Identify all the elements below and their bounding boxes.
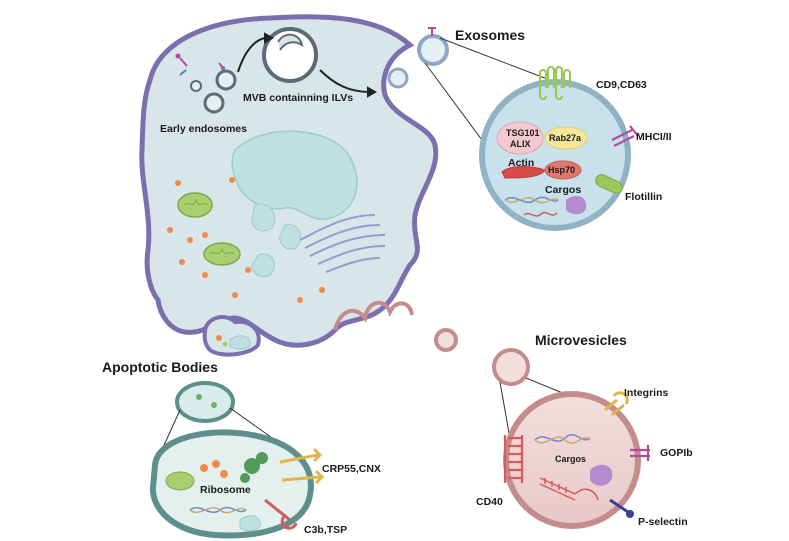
golgi-body-2 xyxy=(279,224,301,250)
label-tsg101: TSG101 xyxy=(506,128,540,138)
flotillin-protein xyxy=(595,174,623,194)
microvesicle-detail: Cargos CD40 Integrins GOPIb xyxy=(476,387,693,529)
label-c3b-tsp: C3b,TSP xyxy=(304,524,347,536)
released-exosome-small xyxy=(387,67,409,89)
mitochondrion-2 xyxy=(203,242,241,266)
microvesicle-protein-cargo xyxy=(590,464,613,486)
golgi-body-1 xyxy=(251,203,276,232)
microvesicle-rna-cargo xyxy=(539,477,599,501)
exosome-protein-cargo xyxy=(566,195,587,215)
endoplasmic-reticulum xyxy=(299,214,386,273)
granules xyxy=(167,177,325,303)
apoptotic-bleb xyxy=(202,315,261,357)
hsp70-protein xyxy=(544,160,582,180)
label-cd9-cd63: CD9,CD63 xyxy=(596,79,647,91)
apoptotic-body-small xyxy=(175,381,235,423)
apoptotic-organelle xyxy=(239,515,261,532)
cd40-receptor xyxy=(503,435,524,483)
cd9-cd63-receptor xyxy=(538,65,572,101)
tsg101-alix-protein xyxy=(496,121,544,155)
microvesicle-released xyxy=(492,348,530,386)
c3b-tsp-receptor xyxy=(264,498,298,530)
label-actin: Actin xyxy=(508,157,534,169)
multivesicular-body xyxy=(262,27,318,83)
apoptotic-granules xyxy=(200,460,228,478)
apoptotic-body-detail: Ribosome CRP55,CNX C3b,TSP xyxy=(150,429,381,539)
label-hsp70: Hsp70 xyxy=(548,165,575,175)
early-endosomes xyxy=(190,69,237,114)
surface-receptors-topleft xyxy=(175,53,225,76)
arrow-endosome-to-mvb xyxy=(237,32,275,73)
exosome-top-receptor xyxy=(428,27,436,36)
budding-microvesicle-bumps xyxy=(333,301,414,331)
label-cd40: CD40 xyxy=(476,496,503,508)
label-gopib: GOPIb xyxy=(660,447,693,459)
exosome-dna-cargo xyxy=(504,196,559,204)
label-cargos-exosome: Cargos xyxy=(545,184,581,196)
label-exosomes: Exosomes xyxy=(455,27,525,43)
label-integrins: Integrins xyxy=(624,387,668,399)
exosome-detail: CD9,CD63 TSG101 ALIX Rab27a MHCI/II Acti… xyxy=(479,65,672,231)
label-mvb: MVB containning ILVs xyxy=(243,92,353,104)
label-alix: ALIX xyxy=(510,139,531,149)
crp55-cnx-receptor xyxy=(279,447,325,485)
mhc-receptor xyxy=(611,125,639,147)
label-early-endosomes: Early endosomes xyxy=(160,123,247,135)
exosome-callout-line-1 xyxy=(439,37,556,83)
arrow-mvb-to-exosome xyxy=(319,69,378,98)
golgi-body-3 xyxy=(251,253,275,278)
exosome-released xyxy=(417,34,449,66)
label-ribosome: Ribosome xyxy=(200,484,251,496)
parent-cell xyxy=(139,14,439,357)
nucleus xyxy=(231,130,358,220)
free-microvesicle-small xyxy=(434,328,458,352)
label-mhc: MHCI/II xyxy=(636,131,672,143)
label-microvesicles: Microvesicles xyxy=(535,332,627,348)
mitochondrion-1 xyxy=(177,192,213,218)
apoptotic-callout-line-2 xyxy=(229,407,276,441)
exosome-rna-cargo xyxy=(523,211,558,217)
microvesicle-dna-cargo xyxy=(534,434,591,444)
integrin-receptor xyxy=(604,391,629,417)
label-flotillin: Flotillin xyxy=(625,191,662,203)
apoptotic-dna-cargo xyxy=(189,506,247,514)
p-selectin-receptor xyxy=(609,498,634,518)
label-p-selectin: P-selectin xyxy=(638,516,688,528)
label-apoptotic-bodies: Apoptotic Bodies xyxy=(102,359,218,375)
ribosome-cluster xyxy=(240,452,268,483)
label-crp55-cnx: CRP55,CNX xyxy=(322,463,381,475)
label-rab27a: Rab27a xyxy=(549,133,582,143)
label-cargos-microvesicle: Cargos xyxy=(555,454,586,464)
gopib-receptor xyxy=(630,445,650,461)
rab27a-protein xyxy=(544,126,588,150)
apoptotic-mitochondrion xyxy=(165,471,195,491)
